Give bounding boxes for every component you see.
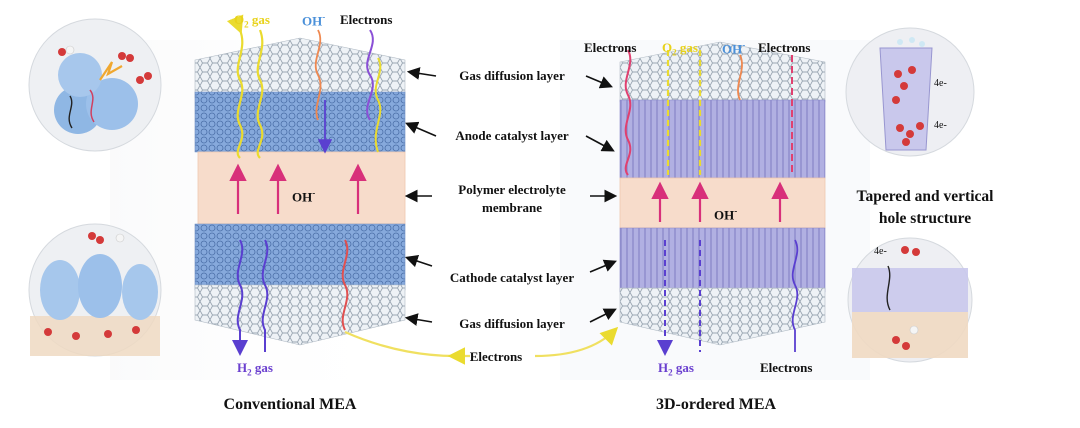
label-gdl-top: Gas diffusion layer — [459, 68, 565, 83]
conv-anode-layer — [194, 91, 406, 153]
conv-electron-path-bottom — [341, 239, 349, 331]
charge-label-bottom: 4e- — [874, 246, 887, 257]
ord-oh-membrane-label: OH- — [714, 206, 738, 223]
conv-oh-membrane-label: OH- — [292, 188, 316, 205]
conv-o2-path-1 — [226, 14, 244, 159]
charge-label-top-2: 4e- — [934, 120, 947, 131]
label-anode: Anode catalyst layer — [455, 128, 569, 143]
ord-o2-gas-label: O2 gas — [662, 40, 698, 58]
conventional-stack — [194, 14, 406, 356]
right-panel-title-1: Tapered and vertical — [856, 188, 994, 205]
ord-h2-gas-label: H2 gas — [658, 360, 694, 378]
conv-o2-path-3 — [374, 57, 382, 153]
label-electrons-bottom: Electrons — [469, 349, 523, 364]
ord-electrons-right-label: Electrons — [758, 40, 811, 55]
conv-gdl-bottom — [194, 284, 406, 346]
conv-h2-path-1 — [232, 239, 248, 356]
electron-connector — [344, 330, 615, 358]
conv-oh-path-top — [314, 29, 322, 121]
right-panel-title-2: hole structure — [878, 210, 972, 227]
ord-electron-path-left — [624, 49, 632, 176]
inset-anode-ordered — [845, 27, 975, 157]
conv-electron-path-top — [366, 29, 374, 121]
inset-cathode-ordered — [847, 237, 973, 363]
conv-cathode-layer — [194, 223, 406, 291]
label-membrane-2: membrane — [482, 200, 542, 215]
inset-cathode-conventional — [28, 223, 162, 357]
conv-oh-label: OH- — [302, 12, 326, 29]
ord-electrons-left-label: Electrons — [584, 40, 637, 55]
conv-electrons-label: Electrons — [340, 12, 393, 27]
charge-label-top-1: 4e- — [934, 78, 947, 89]
ord-oh-label: OH- — [722, 40, 746, 57]
ord-mea-title: 3D-ordered MEA — [655, 396, 777, 413]
ord-electrons-bottom-label: Electrons — [760, 360, 813, 375]
ordered-stack — [619, 41, 826, 356]
inset-anode-conventional — [28, 18, 162, 152]
label-cathode: Cathode catalyst layer — [449, 270, 575, 285]
ord-oh-path-top — [737, 54, 743, 101]
conv-h2-gas-label: H2 gas — [237, 360, 273, 378]
conv-mea-title: Conventional MEA — [223, 396, 357, 413]
conv-o2-gas-label: O2 gas — [234, 12, 270, 30]
ord-anode-layer — [619, 99, 826, 179]
label-gdl-bottom: Gas diffusion layer — [459, 316, 565, 331]
conv-o2-path-2 — [256, 29, 264, 159]
center-arrows — [404, 67, 618, 326]
ord-electron-path-bottom — [791, 239, 799, 352]
label-membrane-1: Polymer electrolyte — [458, 182, 566, 197]
conv-h2-path-2 — [261, 239, 269, 352]
